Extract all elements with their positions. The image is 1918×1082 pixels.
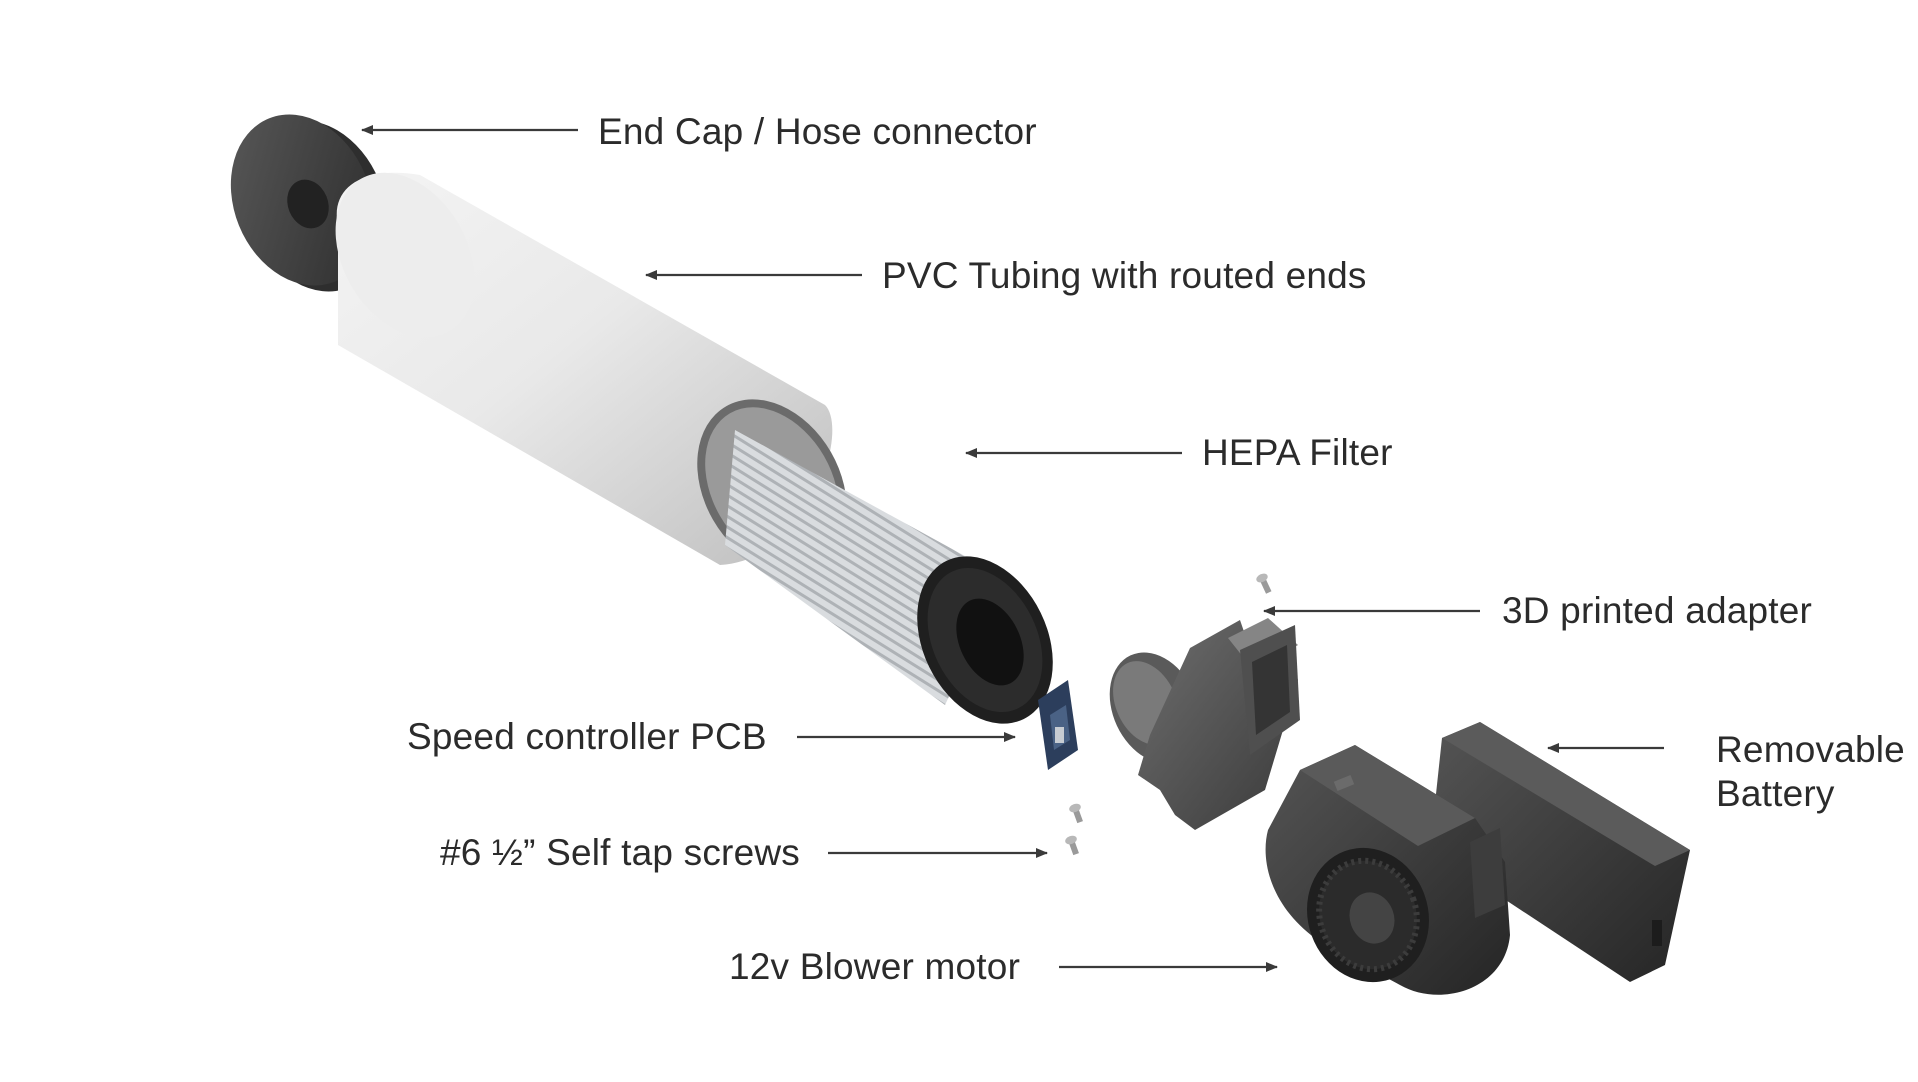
blower-motor-part <box>1265 745 1510 995</box>
label-blower-motor: 12v Blower motor <box>729 946 1021 987</box>
label-pvc-tubing: PVC Tubing with routed ends <box>882 255 1367 296</box>
label-hepa-filter: HEPA Filter <box>1202 432 1393 473</box>
label-self-tap-screws: #6 ½” Self tap screws <box>440 832 800 873</box>
3d-printed-adapter-part <box>1109 618 1300 830</box>
label-removable-battery-line2: Battery <box>1716 773 1835 814</box>
label-speed-controller-pcb: Speed controller PCB <box>407 716 767 757</box>
speed-controller-pcb-part <box>1038 680 1078 770</box>
label-end-cap: End Cap / Hose connector <box>598 111 1037 152</box>
screws-part <box>1065 573 1272 856</box>
label-removable-battery-line1: Removable <box>1716 729 1905 770</box>
label-removable-battery: Removable Battery <box>1716 728 1905 816</box>
hepa-filter-part <box>725 430 1053 724</box>
label-3d-printed-adapter: 3D printed adapter <box>1502 590 1813 631</box>
removable-battery-part <box>1430 722 1690 982</box>
callout-arrows <box>361 125 1664 972</box>
